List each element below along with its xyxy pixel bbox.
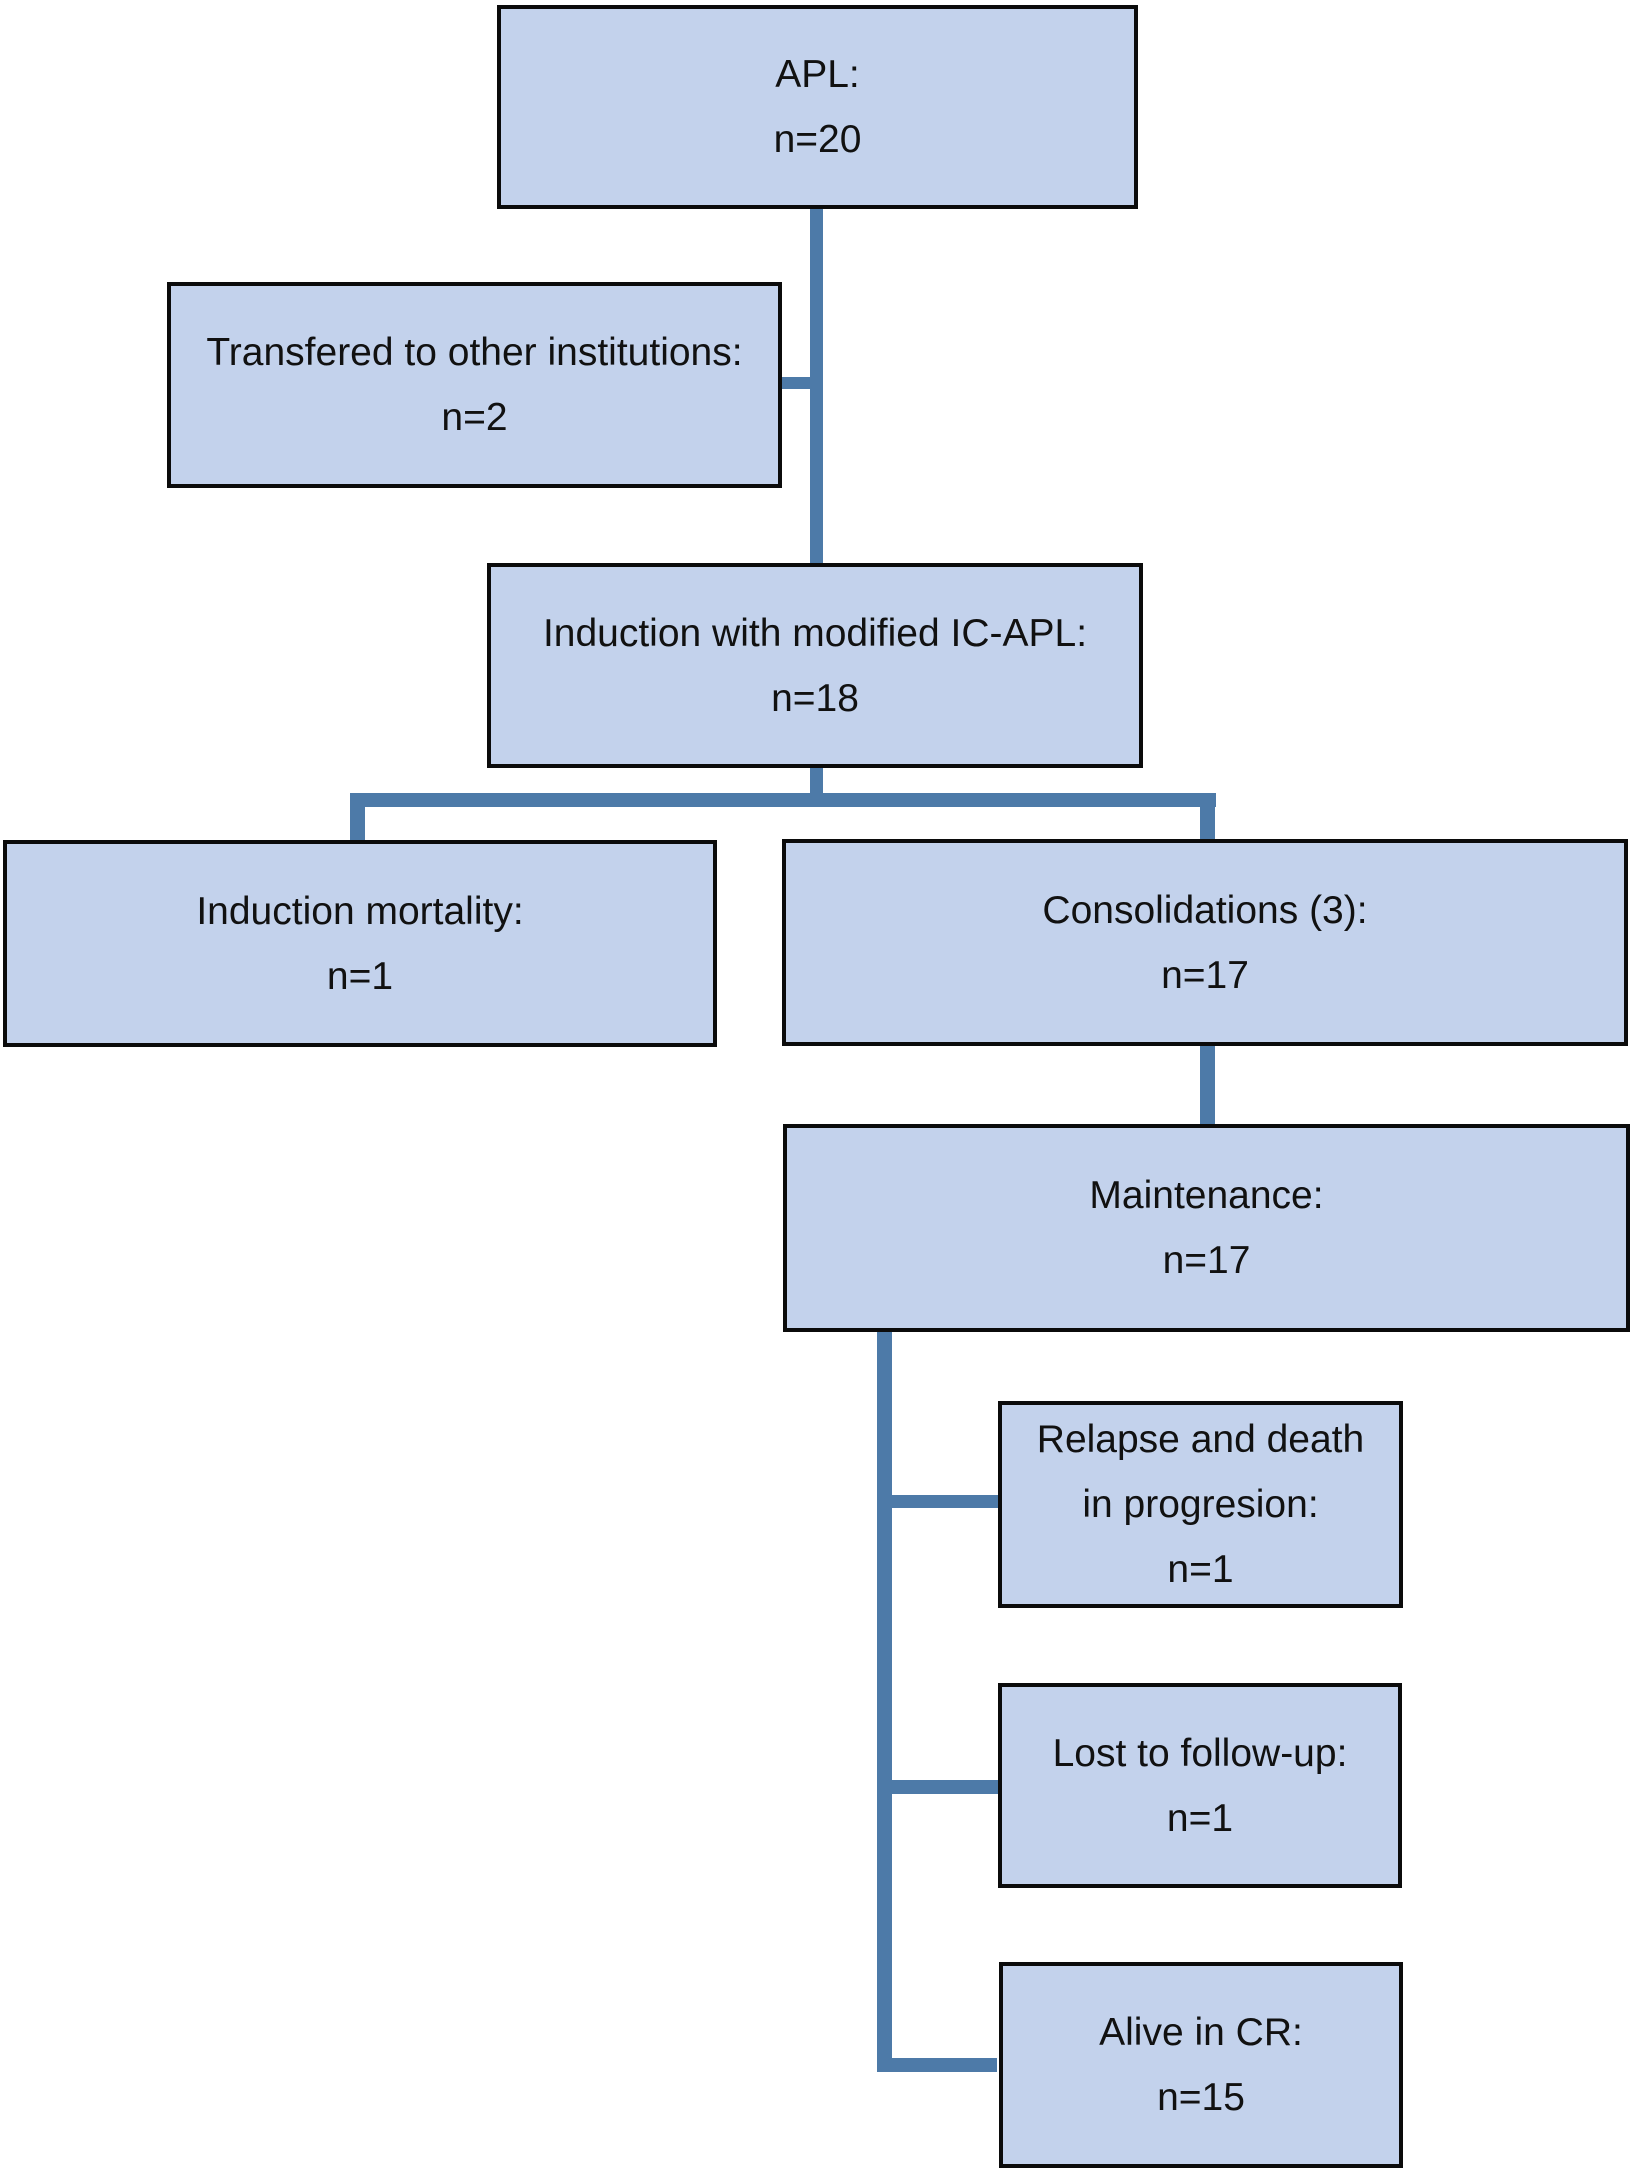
box-induction-count: n=18: [771, 676, 859, 720]
connector-lost-stub: [877, 1780, 998, 1794]
box-relapse-death-label-line2: in progresion:: [1082, 1483, 1319, 1526]
box-consolidations-label: Consolidations (3):: [1042, 888, 1368, 932]
connector-consolidations-maintenance: [1200, 1046, 1215, 1125]
box-apl: APL: n=20: [497, 5, 1138, 209]
box-maintenance: Maintenance: n=17: [783, 1124, 1630, 1332]
box-alive-cr-count: n=15: [1157, 2076, 1245, 2119]
box-consolidations: Consolidations (3): n=17: [782, 839, 1628, 1046]
box-apl-label: APL:: [775, 53, 860, 96]
box-apl-count: n=20: [773, 118, 862, 161]
box-transferred-count: n=2: [441, 396, 508, 439]
box-relapse-death: Relapse and death in progresion: n=1: [998, 1401, 1403, 1608]
box-maintenance-label: Maintenance:: [1089, 1174, 1324, 1217]
box-induction-mortality-count: n=1: [326, 954, 394, 998]
box-consolidations-count: n=17: [1161, 953, 1249, 997]
connector-relapse-stub: [877, 1495, 998, 1508]
box-induction-label: Induction with modified IC-APL:: [542, 611, 1088, 655]
box-transferred: Transfered to other institutions: n=2: [167, 282, 782, 488]
connector-tee-bar: [350, 793, 1216, 807]
box-maintenance-count: n=17: [1162, 1239, 1251, 1282]
connector-transferred-stub: [780, 377, 822, 389]
box-induction-mortality-label: Induction mortality:: [196, 889, 524, 933]
box-relapse-death-count: n=1: [1167, 1548, 1234, 1591]
box-lost-followup-label: Lost to follow-up:: [1052, 1731, 1348, 1775]
box-lost-followup-count: n=1: [1166, 1796, 1234, 1840]
connector-tee-left-leg: [350, 793, 365, 841]
connector-tee-right-leg: [1200, 793, 1215, 840]
box-alive-cr-label: Alive in CR:: [1099, 2011, 1303, 2054]
box-induction: Induction with modified IC-APL: n=18: [487, 563, 1143, 768]
box-relapse-death-label-line1: Relapse and death: [1036, 1418, 1365, 1461]
connector-alive-stub: [877, 2058, 997, 2072]
box-lost-followup: Lost to follow-up: n=1: [998, 1683, 1402, 1888]
box-alive-cr: Alive in CR: n=15: [999, 1962, 1403, 2168]
box-transferred-label: Transfered to other institutions:: [206, 331, 743, 374]
connector-maintenance-branch-line: [877, 1332, 892, 2072]
box-induction-mortality: Induction mortality: n=1: [3, 840, 717, 1047]
